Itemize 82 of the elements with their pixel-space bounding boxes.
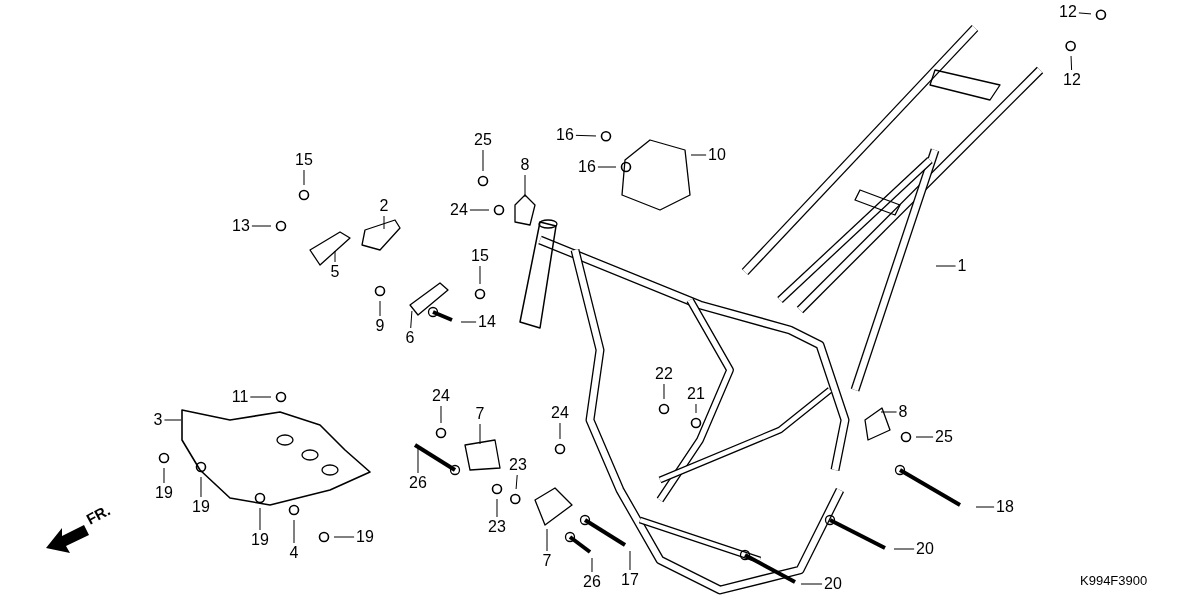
leader-line: [597, 166, 617, 168]
callout-number: 8: [897, 403, 909, 421]
leader-line: [460, 321, 477, 323]
callout-number: 20: [915, 540, 935, 558]
callout-number: 19: [154, 484, 174, 502]
callout-number: 16: [555, 126, 575, 144]
leader-line: [690, 154, 707, 156]
leader-line: [695, 403, 697, 414]
leader-line: [333, 536, 355, 538]
callout-number: 23: [487, 518, 507, 536]
leader-line: [591, 557, 593, 573]
callout-number: 5: [329, 263, 341, 281]
callout-number: 26: [582, 573, 602, 591]
leader-line: [251, 225, 272, 227]
callout-number: 24: [449, 201, 469, 219]
leader-line: [482, 149, 484, 172]
leader-line: [469, 209, 490, 211]
leader-line: [293, 519, 295, 544]
callout-number: 6: [404, 329, 416, 347]
leader-line: [200, 476, 202, 498]
callout-number: 14: [477, 313, 497, 331]
leader-line: [249, 396, 272, 398]
leader-line: [417, 445, 419, 474]
callout-number: 17: [620, 571, 640, 589]
callout-number: 18: [995, 498, 1015, 516]
callout-number: 2: [378, 197, 390, 215]
leader-line: [1078, 12, 1092, 15]
leader-line: [915, 436, 934, 438]
leader-line: [575, 134, 597, 137]
leader-line: [303, 169, 305, 186]
callout-number: 13: [231, 217, 251, 235]
callout-number: 16: [577, 158, 597, 176]
callout-number: 25: [934, 428, 954, 446]
callout-number: 19: [355, 528, 375, 546]
leader-line: [515, 474, 518, 490]
leader-line: [629, 550, 631, 571]
leader-line: [383, 215, 385, 230]
callout-number: 22: [654, 365, 674, 383]
leader-line: [410, 310, 413, 329]
callout-number: 7: [541, 552, 553, 570]
callout-number: 15: [294, 151, 314, 169]
callout-number: 9: [374, 317, 386, 335]
leader-line: [259, 507, 261, 531]
callout-number: 24: [550, 404, 570, 422]
leader-line: [559, 422, 561, 440]
callout-number: 10: [707, 146, 727, 164]
leader-line: [1070, 55, 1073, 71]
leader-line: [496, 498, 498, 518]
callout-number: 24: [431, 387, 451, 405]
diagram-code: K994F3900: [1080, 573, 1148, 588]
leader-line: [524, 174, 526, 198]
leader-line: [334, 250, 336, 263]
leader-line: [975, 506, 995, 508]
callout-number: 1: [956, 257, 968, 275]
callout-number: 7: [474, 405, 486, 423]
direction-label: FR.: [83, 501, 113, 528]
leader-line: [663, 383, 665, 400]
callout-number: 19: [191, 498, 211, 516]
leader-line: [163, 419, 182, 421]
leader-line: [163, 467, 165, 484]
callout-number: 3: [152, 411, 164, 429]
callout-number: 20: [823, 575, 843, 593]
leader-line: [893, 548, 915, 550]
callout-number: 8: [519, 156, 531, 174]
callout-number: 12: [1062, 71, 1082, 89]
leader-line: [800, 583, 823, 585]
callout-number: 12: [1058, 3, 1078, 21]
callout-number: 23: [508, 456, 528, 474]
leader-line: [546, 528, 548, 552]
leader-line: [379, 300, 381, 317]
leader-line: [880, 411, 898, 413]
callout-number: 19: [250, 531, 270, 549]
callout-number: 25: [473, 131, 493, 149]
leader-line: [440, 405, 442, 424]
leader-line: [479, 265, 481, 285]
callout-number: 26: [408, 474, 428, 492]
callout-number: 21: [686, 385, 706, 403]
callout-number: 15: [470, 247, 490, 265]
callout-number: 4: [288, 544, 300, 562]
callout-number: 11: [230, 388, 250, 406]
leader-line: [479, 423, 481, 445]
leader-line: [935, 265, 957, 267]
